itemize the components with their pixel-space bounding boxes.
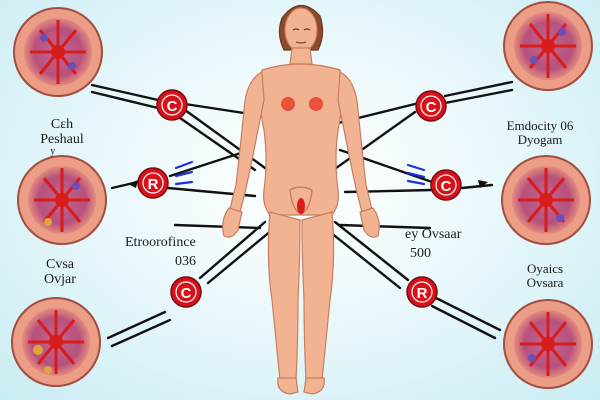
label-bottom-left-line2: Ovjar	[44, 271, 76, 287]
label-mid-right-line2: 500	[410, 245, 431, 261]
chest-spot-left	[281, 97, 295, 111]
badge-letter: C	[167, 98, 178, 115]
badge-mid-right: C	[430, 169, 462, 201]
badge-letter: R	[417, 285, 428, 302]
connector-line	[443, 88, 514, 105]
label-mid-right-line1: ey Ovsaar	[405, 227, 462, 242]
organ-bottom-left	[11, 297, 101, 387]
badge-letter: R	[148, 176, 159, 193]
organ-mid-left	[17, 155, 107, 245]
pelvic-organ	[297, 198, 305, 214]
label-mid-left-line2: 036	[175, 253, 196, 269]
connector-line	[90, 90, 160, 110]
connector-line	[206, 228, 274, 285]
label-bottom-left: Cvsa Ovjar	[44, 257, 76, 287]
connector-line	[110, 318, 172, 348]
connector-line	[198, 220, 267, 280]
label-bottom-left-line1: Cvsa	[45, 257, 74, 272]
chest-spot-right	[309, 97, 323, 111]
label-top-right-line1: Emdocity 06	[506, 118, 574, 133]
organ-top-right	[503, 1, 593, 91]
label-bottom-right: Oyaics Ovsara	[527, 262, 564, 289]
arrow-tip	[128, 180, 138, 188]
label-mid-right: ey Ovsaar 500	[405, 227, 462, 261]
connector-line	[338, 223, 432, 230]
accent-dash	[406, 163, 426, 172]
organ-bottom-right	[503, 299, 593, 389]
label-top-left-line2: Peshaul	[40, 131, 84, 147]
left-hand	[222, 207, 243, 238]
label-top-right: Emdocity 06 Dyogam	[507, 119, 574, 146]
label-top-left-mark: y	[50, 146, 56, 158]
label-mid-left-line1: Etroorofince	[125, 235, 196, 250]
left-eye	[292, 28, 300, 31]
right-eye	[303, 28, 311, 31]
right-hand	[359, 207, 380, 238]
organ-mid-right	[501, 155, 591, 245]
badge-letter: C	[181, 285, 192, 302]
right-arm	[337, 71, 373, 213]
accent-dash	[406, 179, 426, 186]
right-foot	[303, 377, 325, 395]
label-top-right-line2: Dyogam	[517, 131, 563, 147]
accent-dash	[406, 171, 426, 179]
badge-bottom-right: R	[406, 276, 438, 308]
pelvic-outline	[289, 186, 313, 215]
badge-top-left: C	[156, 89, 188, 121]
connector-line	[90, 83, 160, 102]
badge-top-right: C	[415, 90, 447, 122]
connector-line	[333, 220, 410, 282]
connector-line	[328, 230, 402, 290]
connector-line	[443, 80, 514, 98]
connector-line	[168, 148, 252, 178]
accent-dash	[174, 180, 194, 186]
left-foot	[277, 377, 299, 395]
accent-dash	[174, 160, 194, 170]
connector-line	[106, 310, 167, 340]
connector-line	[460, 183, 494, 190]
badge-letter: C	[426, 99, 437, 116]
mouth	[295, 41, 307, 44]
accent-dash	[174, 170, 194, 178]
badge-mid-left: R	[137, 167, 169, 199]
connector-line	[173, 223, 262, 230]
label-top-left-line1: Cεh	[50, 117, 74, 132]
label-bottom-right-line1: Oyaics	[526, 261, 564, 276]
badge-letter: C	[441, 178, 452, 195]
left-arm	[229, 71, 265, 213]
arrow-tip	[478, 180, 488, 188]
label-mid-left: Etroorofince 036	[125, 235, 196, 269]
connector-line	[430, 304, 497, 340]
badge-bottom-left: C	[170, 276, 202, 308]
connector-line	[434, 296, 502, 332]
label-top-left: Cεh Peshaul y	[40, 117, 84, 158]
organ-top-left	[13, 7, 103, 97]
label-bottom-right-line2: Ovsara	[526, 274, 564, 290]
